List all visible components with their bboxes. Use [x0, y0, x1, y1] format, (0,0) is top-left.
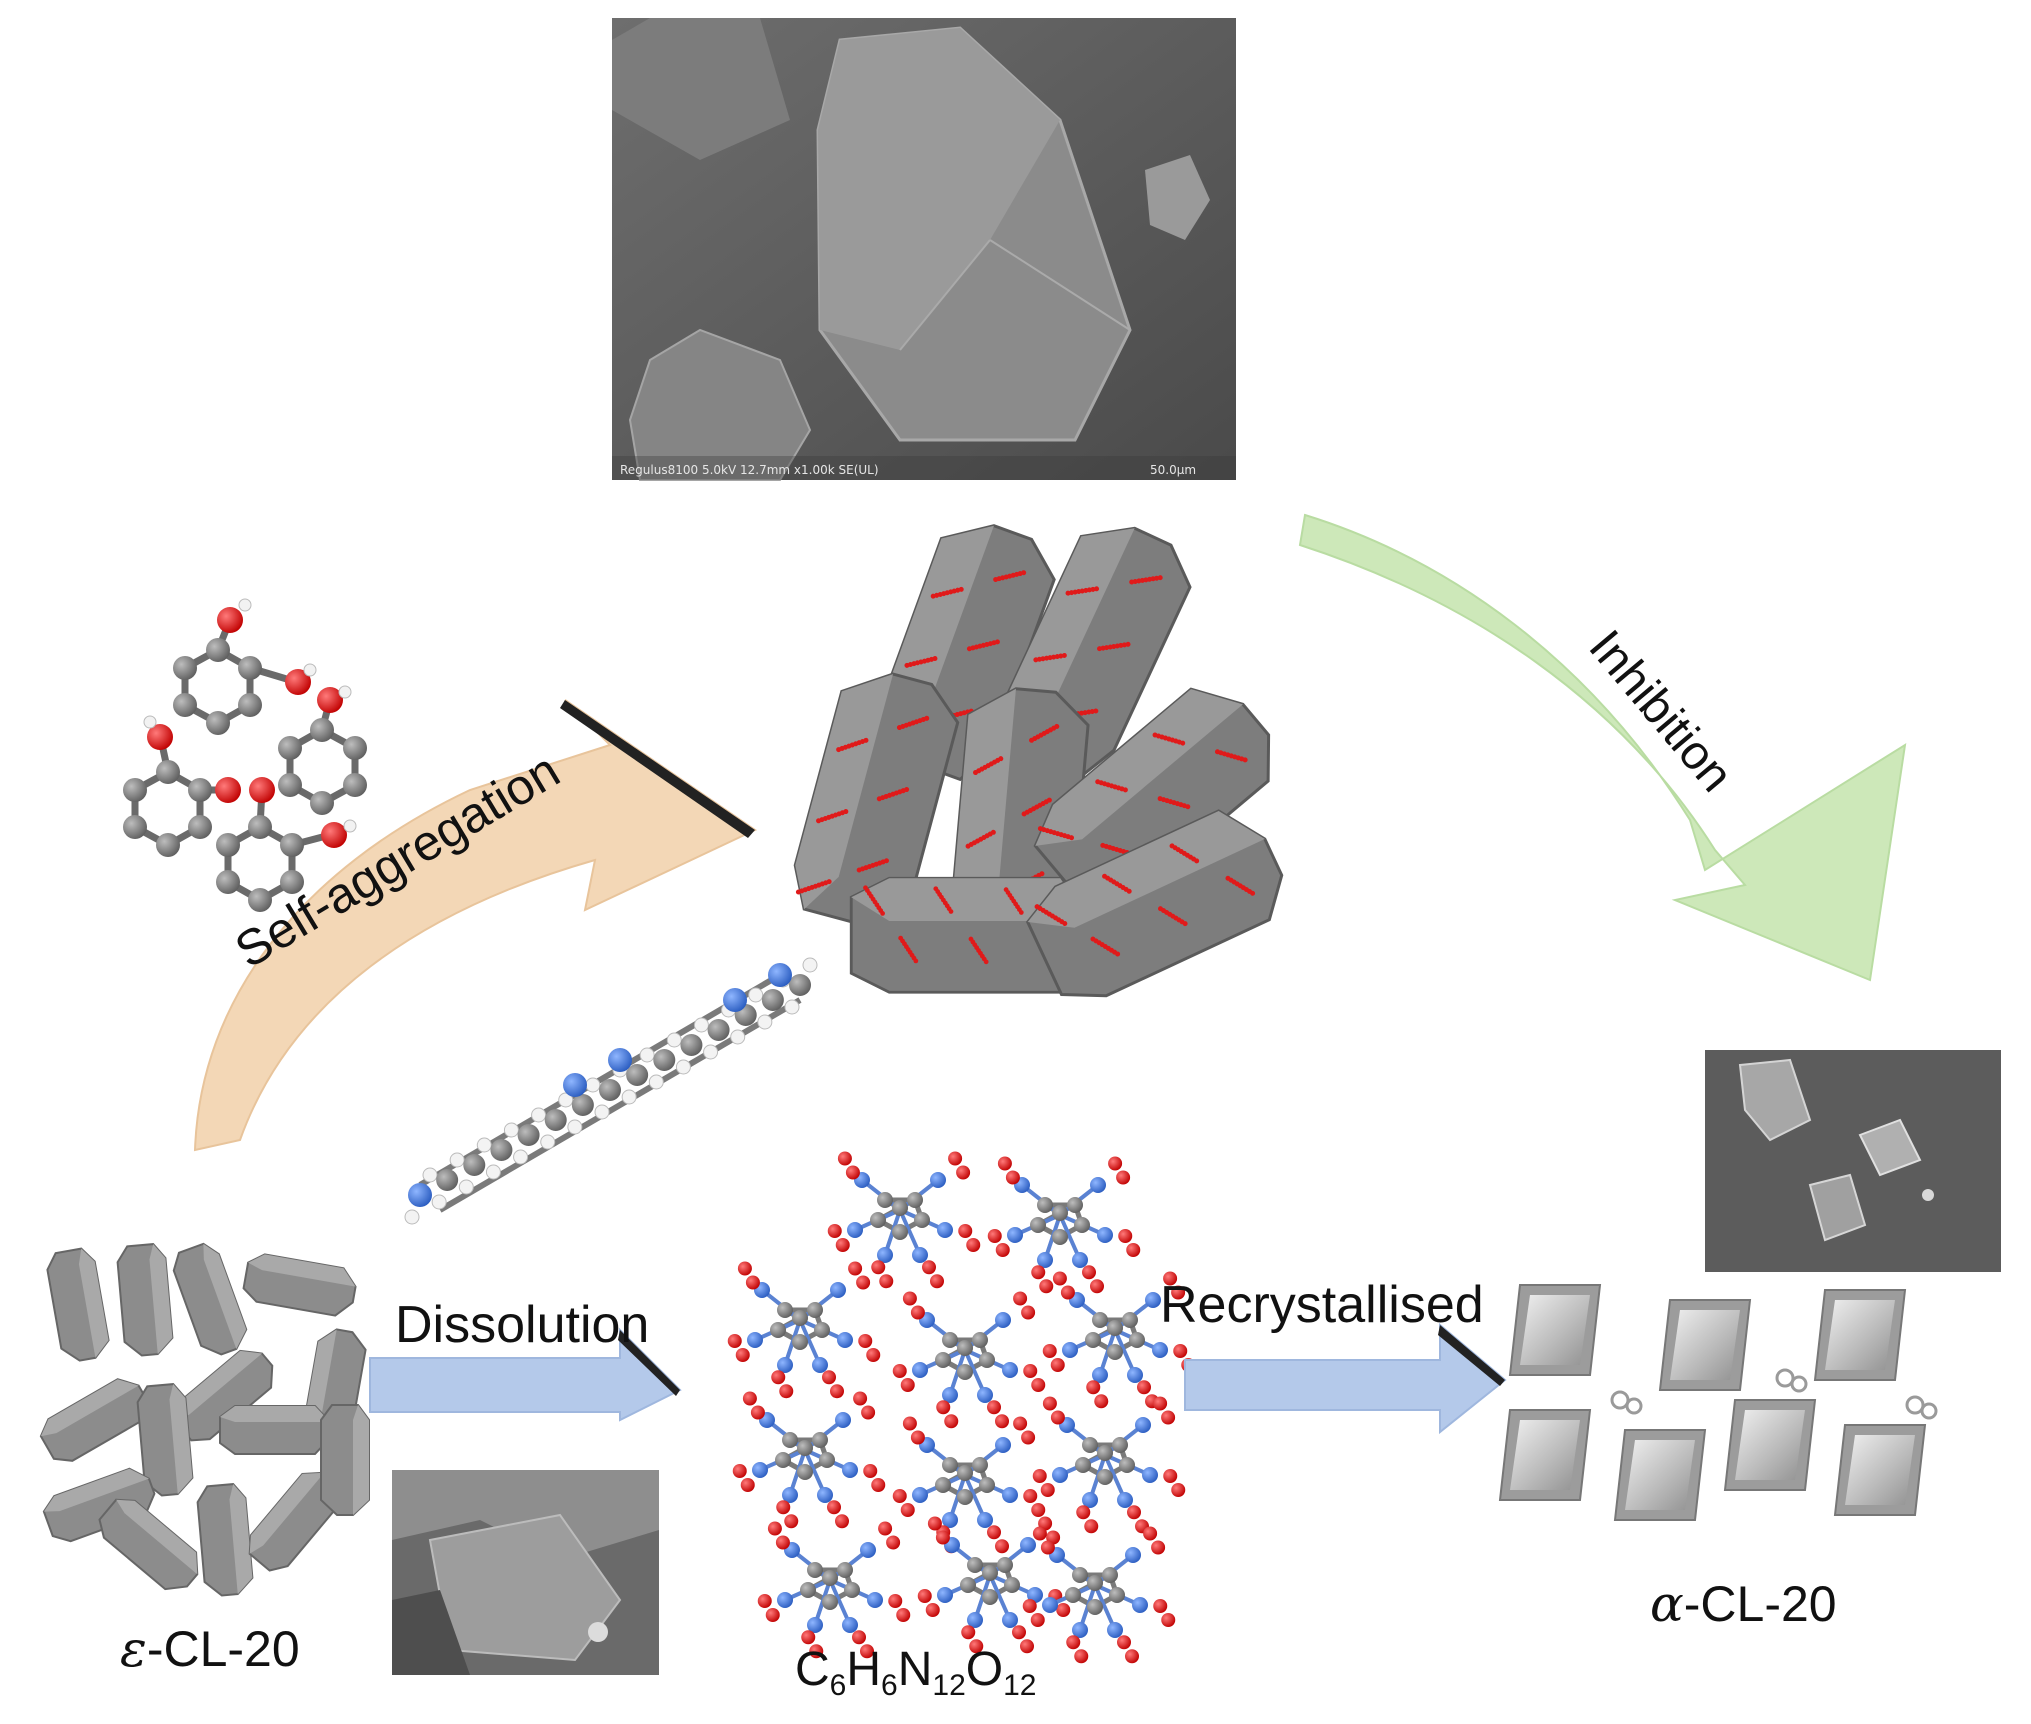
cl20-formula-label: C6H6N12O12 [795, 1643, 1037, 1702]
sem-top-scalebar: Regulus8100 5.0kV 12.7mm x1.00k SE(UL) [620, 463, 879, 477]
epsilon-symbol: ε [120, 1620, 147, 1678]
alpha-name: -CL-20 [1683, 1576, 1837, 1632]
catechol-molecules [123, 598, 367, 912]
recrystallised-arrow [1184, 1322, 1507, 1435]
alpha-cl20-label: α-CL-20 [1650, 1575, 1837, 1633]
amine-chain-molecule [404, 957, 818, 1225]
epsilon-cl20-crystals [39, 1242, 370, 1597]
inhibition-arrow [1298, 513, 1907, 982]
aggregated-crystals [793, 524, 1284, 998]
sem-top-scale-value: 50.0μm [1150, 463, 1196, 477]
alpha-symbol: α [1650, 1575, 1684, 1633]
self-aggregation-arrow [193, 699, 758, 1152]
epsilon-cl20-label: ε-CL-20 [120, 1620, 300, 1678]
sem-image-bottom-left [392, 1470, 659, 1675]
cl20-molecule-cluster [727, 1151, 1196, 1664]
alpha-cl20-crystals [1498, 1284, 1938, 1521]
sem-image-bottom-right [1705, 1050, 2001, 1272]
dissolution-label: Dissolution [395, 1296, 650, 1354]
recrystallised-label: Recrystallised [1160, 1276, 1484, 1334]
dissolution-arrow [369, 1327, 682, 1422]
epsilon-name: -CL-20 [146, 1621, 300, 1677]
sem-image-top: Regulus8100 5.0kV 12.7mm x1.00k SE(UL) 5… [612, 18, 1236, 481]
